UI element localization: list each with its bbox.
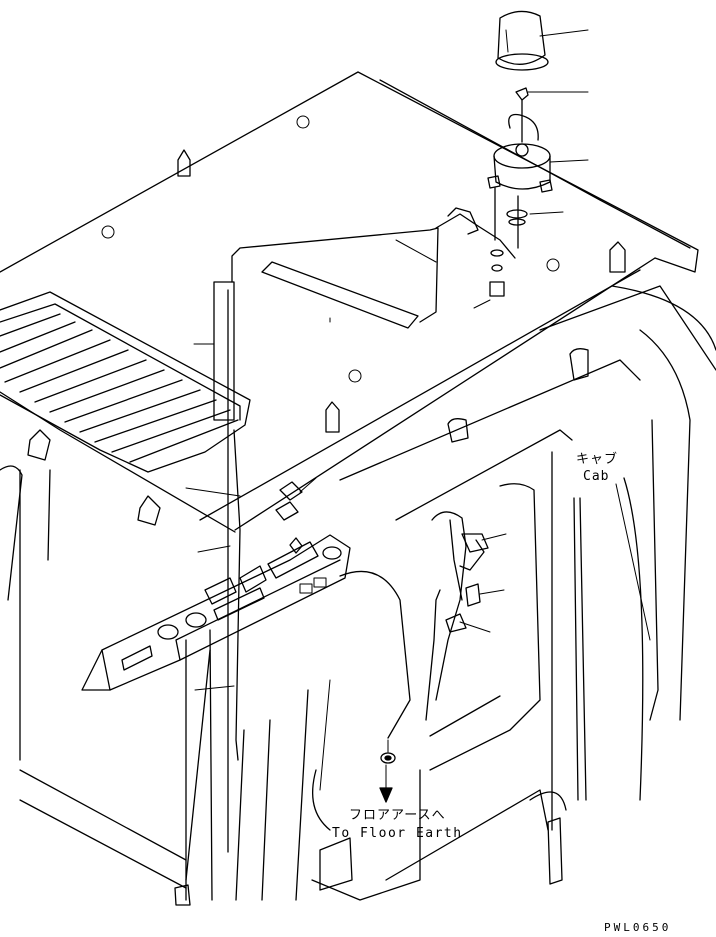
- roof-harness: [231, 207, 516, 329]
- floor-earth-label-en: To Floor Earth: [332, 826, 463, 841]
- switch-panel: [81, 477, 351, 881]
- cab-roof: [0, 71, 699, 533]
- floor-earth-label-jp: フロアアースへ: [349, 808, 446, 823]
- wiring-harness: [339, 511, 507, 803]
- cab-leader-line: [615, 483, 651, 641]
- cab-label-jp: キャブ: [576, 452, 619, 467]
- cab-pillar: [185, 281, 241, 853]
- cab-frame-right: [235, 285, 716, 901]
- washer-nut-stack: [473, 209, 564, 309]
- rotating-lamp: [495, 10, 589, 71]
- lamp-bulb: [515, 87, 589, 143]
- cab-frame-left: [0, 465, 213, 906]
- cab-label-en: Cab: [583, 469, 610, 484]
- sun-visor: [0, 291, 251, 526]
- lamp-base: [487, 113, 589, 249]
- drawing-code: PWL0650: [604, 921, 672, 934]
